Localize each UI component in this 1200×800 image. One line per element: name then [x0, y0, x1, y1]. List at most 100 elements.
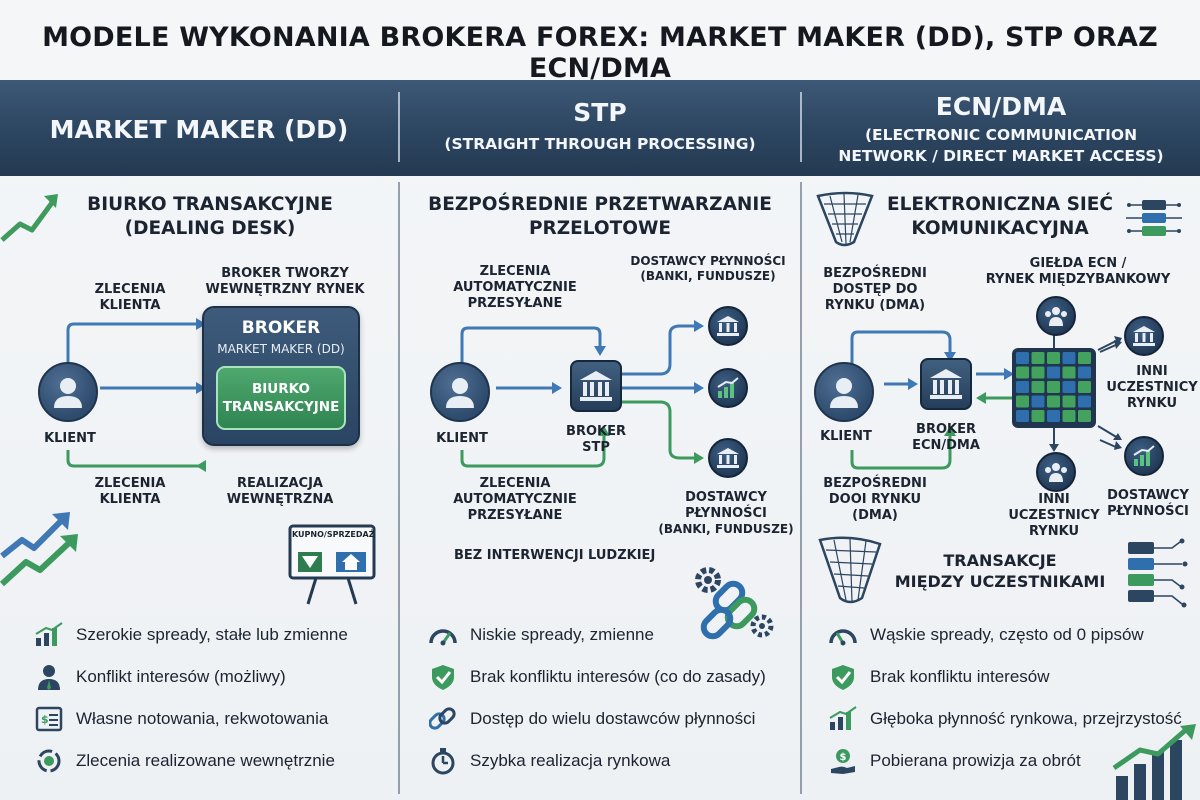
label-line: WEWNĘTRZNA	[226, 492, 334, 507]
ecn-exchange-grid	[1012, 348, 1096, 428]
server-circuit-icon	[1128, 538, 1188, 608]
feature-text: Konflikt interesów (możliwy)	[76, 667, 286, 686]
label-line: DOSTĘP DO	[832, 282, 918, 297]
label-line: BEZPOŚREDNI	[823, 266, 927, 281]
trend-arrow-icon	[0, 194, 58, 242]
label-line: AUTOMATYCZNIE	[453, 280, 577, 295]
feature-text: Własne notowania, rekwotowania	[76, 709, 329, 728]
stp-providers-top-label: DOSTAWCY PŁYNNOŚCI (BANKI, FUNDUSZE)	[618, 254, 798, 284]
stp-feature-list: Niskie spready, zmienne Brak konfliktu i…	[426, 620, 766, 776]
feature-text: Brak konfliktu interesów (co do zasady)	[470, 667, 766, 686]
label-line: ECN/DMA	[912, 438, 980, 453]
feature-text: Wąskie spready, często od 0 pipsów	[870, 625, 1144, 644]
label-line: ZLECENIA	[94, 282, 166, 297]
stp-header: STP	[573, 98, 627, 127]
ecn-direct-bottom-label: BEZPOŚREDNI DOOI RYNKU (DMA)	[820, 476, 930, 524]
stp-section-subtitle: PRZELOTOWE	[528, 218, 672, 239]
label-line: TRANSAKCYJNE	[222, 399, 340, 415]
feature-text: Szybka realizacja rynkowa	[470, 751, 671, 770]
mm-broker-note: BROKER TWORZY WEWNĘTRZNY RYNEK	[200, 266, 370, 298]
stp-auto-bottom-label: ZLECENIA AUTOMATYCZNIE PRZESYŁANE	[440, 476, 590, 524]
network-net-icon	[816, 191, 874, 247]
label-line: PRZESYŁANE	[467, 296, 563, 311]
server-circuit-icon	[1126, 200, 1182, 236]
ecn-broker-box	[920, 358, 972, 410]
feature-text: Szerokie spready, stałe lub zmienne	[76, 625, 348, 644]
label-line: DOSTAWCY	[685, 490, 767, 505]
mm-client-label: KLIENT	[44, 431, 96, 446]
bank-icon	[1124, 316, 1164, 356]
label-line: ZLECENIA	[94, 476, 166, 491]
header-separator	[398, 92, 400, 162]
mm-header: MARKET MAKER (DD)	[49, 115, 349, 144]
grid-cell	[1062, 410, 1076, 422]
growth-bars-icon	[1112, 724, 1196, 800]
fund-growth-icon	[1124, 436, 1164, 476]
user-icon	[830, 378, 858, 408]
feature-item: Głęboka płynność rynkowa, przejrzystość	[826, 704, 1182, 734]
user-icon	[54, 378, 82, 408]
feature-item: Brak konfliktu interesów	[826, 662, 1182, 692]
ecn-others-right-label: INNI UCZESTNICY RYNKU	[1104, 364, 1200, 412]
stp-section-title: BEZPOŚREDNIE PRZETWARZANIE	[428, 194, 772, 215]
mm-orders-top-label: ZLECENIA KLIENTA	[70, 282, 190, 314]
network-net-icon	[818, 536, 882, 604]
feature-item: $ Własne notowania, rekwotowania	[32, 704, 348, 734]
side-arrows	[1099, 340, 1122, 450]
label-line: ZLECENIA	[479, 264, 551, 279]
bar-chart-icon	[826, 704, 860, 734]
label-line: TRANSAKCJE	[943, 551, 1057, 570]
ecn-exchange-label: GIEŁDA ECN / RYNEK MIĘDZYBANKOWY	[972, 256, 1184, 288]
stp-auto-top-label: ZLECENIA AUTOMATYCZNIE PRZESYŁANE	[440, 264, 590, 312]
client-avatar	[38, 362, 98, 422]
stopwatch-icon	[426, 746, 460, 776]
grid-cell	[1078, 410, 1091, 422]
bar-chart-icon	[32, 620, 66, 650]
mm-exec-label: REALIZACJA WEWNĘTRZNA	[210, 476, 350, 508]
label-line: UCZESTNICY	[1106, 380, 1198, 395]
feature-text: Brak konfliktu interesów	[870, 667, 1050, 686]
ecn-client-label: KLIENT	[820, 429, 872, 444]
dealing-desk-box	[216, 366, 346, 430]
grid-cell	[1078, 366, 1091, 379]
feature-text: Niskie spready, zmienne	[470, 625, 654, 644]
label-line: BROKER	[566, 424, 626, 439]
label-line: INNI	[1038, 492, 1070, 507]
label-line: AUTOMATYCZNIE	[453, 492, 577, 507]
label-line: INNI	[1136, 364, 1168, 379]
mm-section-subtitle: (DEALING DESK)	[124, 218, 296, 239]
label-line: WEWNĘTRZNY RYNEK	[205, 282, 365, 297]
grid-cell	[1062, 366, 1076, 379]
grid-cell	[1078, 352, 1091, 364]
label-line: BROKER TWORZY	[221, 266, 349, 281]
ecn-feature-list: Wąskie spready, często od 0 pipsów Brak …	[826, 620, 1182, 776]
ecn-section-title: ELEKTRONICZNA SIEĆ	[886, 194, 1113, 215]
label-line: KLIENTA	[99, 492, 161, 507]
grid-cell	[1016, 381, 1029, 393]
participants-group-icon	[1036, 452, 1076, 492]
label-line: BROKER	[916, 422, 976, 437]
stp-providers-bottom-label: DOSTAWCY PŁYNNOŚCI (BANKI, FUNDUSZE)	[656, 490, 796, 537]
svg-text:$: $	[840, 752, 847, 763]
gauge-icon	[826, 620, 860, 650]
label-line: STP	[582, 440, 610, 455]
label-line: (BANKI, FUNDUSZE)	[658, 522, 794, 536]
grid-cell	[1031, 352, 1045, 364]
quote-document-icon: $	[32, 704, 66, 734]
label-line: (BANKI, FUNDUSZE)	[640, 269, 776, 283]
feature-item: Niskie spready, zmienne	[426, 620, 766, 650]
column-separator	[398, 182, 400, 794]
gear-chain-icon	[695, 567, 774, 640]
label-line: GIEŁDA ECN /	[1029, 256, 1127, 271]
ecn-broker-label: BROKER ECN/DMA	[902, 422, 990, 454]
feature-text: Pobierana prowizja za obrót	[870, 751, 1081, 770]
feature-item: Zlecenia realizowane wewnętrznie	[32, 746, 348, 776]
label-line: RYNKU	[1127, 396, 1177, 411]
grid-cell	[1047, 395, 1060, 408]
stp-client-label: KLIENT	[436, 431, 488, 446]
header-separator	[800, 92, 802, 162]
buy-sell-board-label: KUPNO/SPRZEDAŻ	[292, 530, 375, 539]
stp-flow-arrows	[460, 320, 704, 468]
ecn-header-sub-2: NETWORK / DIRECT MARKET ACCESS)	[838, 147, 1164, 165]
ecn-transactions-label: TRANSAKCJE MIĘDZY UCZESTNIKAMI	[880, 550, 1120, 592]
